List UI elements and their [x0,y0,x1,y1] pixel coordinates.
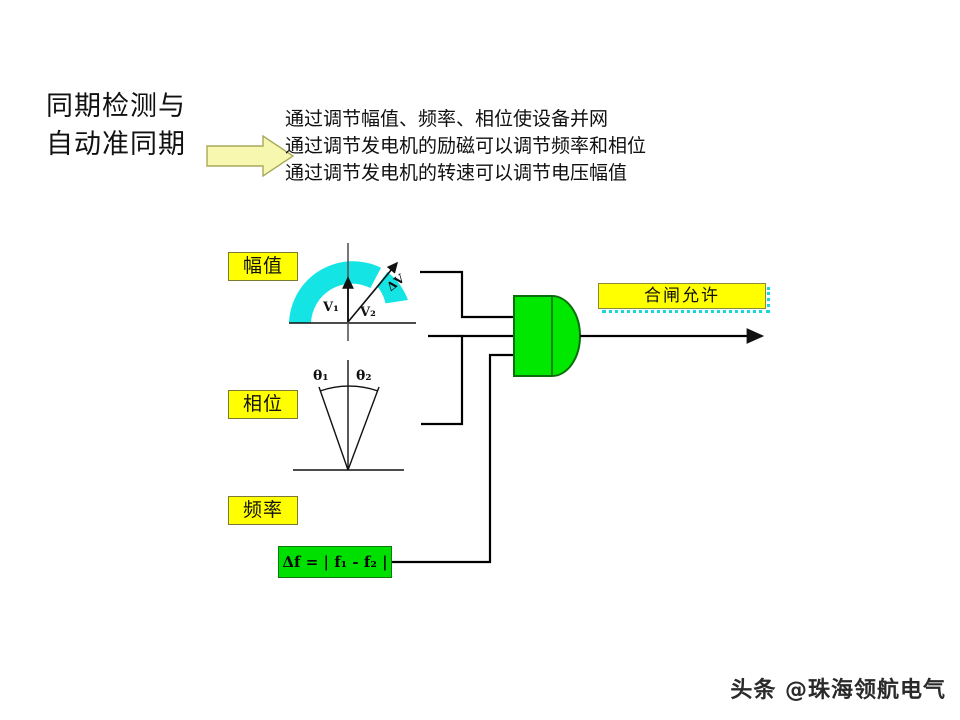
phase-label-theta1: θ₁ [313,368,329,384]
wiring-layer [392,270,514,564]
label-chip-amplitude: 幅值 [228,252,298,281]
frequency-formula-box: Δf = | f₁ - f₂ | [278,546,392,578]
bullet-item-1: 通过调节幅值、频率、相位使设备并网 [285,108,609,130]
title-line-1: 同期检测与 [46,91,186,122]
bullet-list: 通过调节幅值、频率、相位使设备并网 通过调节发电机的励磁可以调节频率和相位 通过… [285,106,646,187]
phase-label-theta2: θ₂ [356,368,372,384]
wire-frequency [392,353,514,564]
watermark-text: 头条 @珠海领航电气 [730,678,946,703]
amplitude-gauge-icon [289,243,416,341]
wire-amplitude [420,270,514,319]
phase-angle-diagram-icon [293,360,404,471]
label-chip-phase: 相位 [228,390,298,419]
permit-banner: 合闸允许 [598,283,770,313]
permit-banner-shadow [602,287,770,313]
block-arrow-icon [205,134,295,178]
bullet-item-3: 通过调节发电机的转速可以调节电压幅值 [285,162,628,184]
gauge-label-v2: V₂ [360,305,376,320]
title-line-2: 自动准同期 [46,129,186,160]
label-chip-frequency: 频率 [228,496,298,525]
and-gate-icon [513,295,581,377]
page-title: 同期检测与 自动准同期 [46,88,256,164]
bullet-item-2: 通过调节发电机的励磁可以调节频率和相位 [285,135,647,157]
gauge-label-v1: V₁ [323,300,339,315]
gauge-label-delta-v: ΔV [384,271,408,295]
wire-phase [421,334,464,426]
permit-banner-label: 合闸允许 [598,283,766,309]
